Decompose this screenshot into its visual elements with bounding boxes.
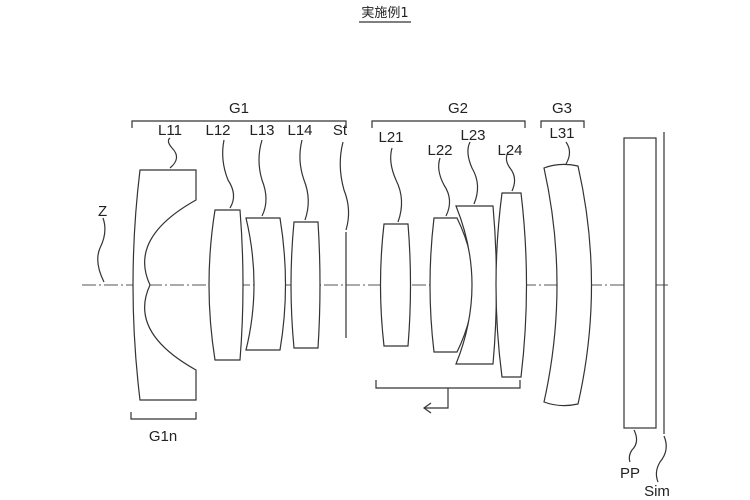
l21-label: L21 <box>378 129 403 146</box>
g1n-label: G1n <box>149 428 177 445</box>
l11-leader <box>167 137 178 169</box>
l24-leader <box>505 151 516 192</box>
g3-label: G3 <box>552 100 572 117</box>
g2-label: G2 <box>448 100 468 117</box>
lens-l13 <box>245 217 287 351</box>
l24-label: L24 <box>497 142 522 159</box>
focus-arrow-line <box>425 388 449 409</box>
g1n-bracket <box>130 412 197 420</box>
stop-label: St <box>333 122 348 139</box>
g2-bracket <box>371 120 526 128</box>
l14-label: L14 <box>287 122 312 139</box>
l23-label: L23 <box>460 127 485 144</box>
l22-label: L22 <box>427 142 452 159</box>
focus-arrow-head <box>422 402 432 414</box>
l11-label: L11 <box>158 122 182 139</box>
lens-l21 <box>379 223 412 347</box>
g1-label: G1 <box>229 100 249 117</box>
focus-bracket <box>375 380 521 389</box>
lens-l31 <box>543 163 593 407</box>
plate-leader <box>628 429 638 463</box>
l14-leader <box>299 139 309 221</box>
lens-l11 <box>132 169 197 401</box>
image-plane-label: Sim <box>644 483 670 500</box>
g3-bracket <box>540 120 585 128</box>
l31-leader <box>565 141 571 165</box>
axis-leader <box>97 217 106 283</box>
lens-l12 <box>208 209 244 361</box>
lens-l14 <box>290 221 321 349</box>
l31-label: L31 <box>549 125 574 142</box>
l12-label: L12 <box>205 122 230 139</box>
l22-leader <box>438 157 451 217</box>
g1-bracket <box>131 120 347 128</box>
lens-l24 <box>495 192 528 378</box>
lens-l23 <box>455 205 498 365</box>
stop-leader <box>339 141 350 231</box>
l12-leader <box>222 139 235 209</box>
l21-leader <box>390 147 403 223</box>
diagram-title: 実施例1 <box>361 5 408 21</box>
image-plane-leader <box>655 435 667 483</box>
plate-label: PP <box>620 465 640 482</box>
l13-label: L13 <box>249 122 274 139</box>
axis-label: Z <box>98 203 107 220</box>
l23-leader <box>467 141 479 205</box>
optical-plate <box>623 137 657 429</box>
l13-leader <box>258 139 267 217</box>
